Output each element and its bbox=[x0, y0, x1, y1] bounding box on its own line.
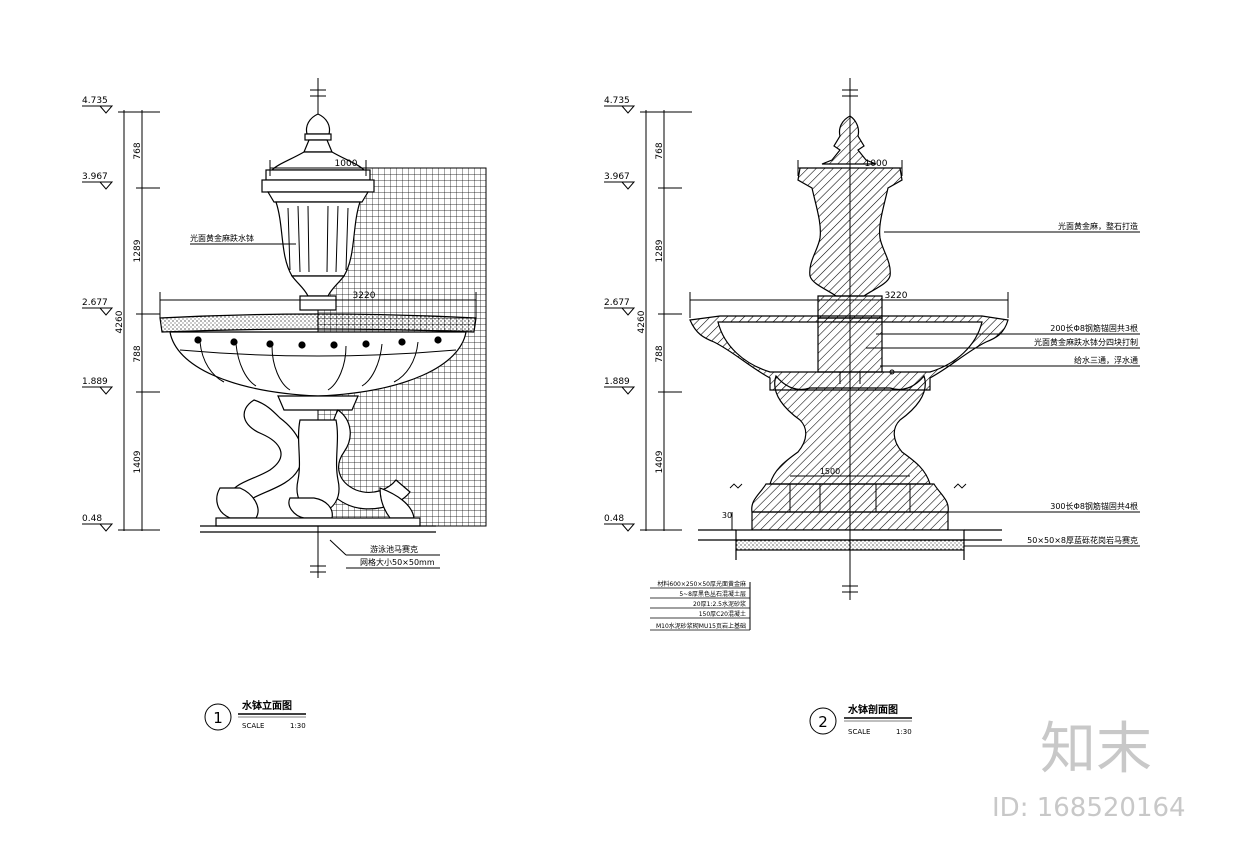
scale-value: 1:30 bbox=[896, 728, 912, 736]
callout-label: 200长Φ8钢筋锚固共3根 bbox=[1050, 323, 1138, 333]
scale-label: SCALE bbox=[848, 728, 870, 736]
mosaic-label: 游泳池马赛克 bbox=[370, 544, 418, 554]
right-annotation-leaders bbox=[749, 231, 1140, 630]
callout-label: 给水三通，浮水通 bbox=[1074, 355, 1138, 365]
grid-size-label: 网格大小50×50mm bbox=[360, 557, 435, 567]
scale-label: SCALE bbox=[242, 722, 264, 730]
fountain-elevation bbox=[159, 113, 477, 533]
elevation-label: 3.967 bbox=[82, 172, 108, 182]
elevation-label: 4.735 bbox=[604, 96, 630, 106]
left-title-block: 1 水钵立面图 SCALE 1:30 bbox=[204, 699, 306, 731]
top-width-dimension: 1000 bbox=[865, 159, 888, 169]
level-marker: 4.735 bbox=[604, 96, 636, 114]
right-center-axis bbox=[842, 78, 858, 600]
callout-label: 50×50×8厚蓝砾花岗岩马赛克 bbox=[1027, 535, 1138, 545]
bowl-width-dimension: 3220 bbox=[885, 291, 908, 301]
level-marker: 1.889 bbox=[604, 377, 636, 395]
right-section-view: 4.735 3.967 2.677 1.889 0.48 bbox=[604, 78, 1140, 736]
basin-label: 光面黄金麻跌水钵 bbox=[190, 233, 254, 243]
view-title: 水钵立面图 bbox=[241, 699, 292, 712]
view-number: 1 bbox=[213, 709, 223, 727]
right-dimension-chain bbox=[640, 110, 692, 531]
base-width-dimension: 1500 bbox=[820, 467, 840, 476]
total-dimension: 4260 bbox=[115, 310, 125, 333]
level-marker: 1.889 bbox=[82, 377, 114, 395]
level-marker: 0.48 bbox=[82, 514, 114, 532]
watermark-logo: 知末 bbox=[1040, 717, 1152, 782]
elevation-label: 2.677 bbox=[82, 298, 108, 308]
callout-label: 光面黄金麻跌水钵分四块打制 bbox=[1034, 337, 1138, 347]
layer-label: 材料600×250×50厚光面黄金麻 bbox=[657, 580, 746, 588]
layer-label: 20厚1:2.5水泥砂浆 bbox=[693, 600, 746, 608]
segment-dimension: 788 bbox=[655, 345, 665, 362]
level-marker: 3.967 bbox=[82, 172, 114, 190]
left-dimension-chain bbox=[118, 110, 160, 531]
right-horizontal-dims bbox=[689, 160, 1009, 530]
callout-label: 300长Φ8钢筋锚固共4根 bbox=[1050, 501, 1138, 511]
elevation-label: 1.889 bbox=[604, 377, 630, 387]
segment-dimension: 768 bbox=[133, 142, 143, 159]
level-marker: 0.48 bbox=[604, 514, 636, 532]
segment-dimension: 768 bbox=[655, 142, 665, 159]
fountain-section bbox=[689, 115, 1009, 560]
right-title-block: 2 水钵剖面图 SCALE 1:30 bbox=[809, 703, 912, 736]
base-offset-dimension: 30 bbox=[722, 511, 732, 520]
view-number: 2 bbox=[818, 713, 828, 731]
segment-dimension: 788 bbox=[133, 345, 143, 362]
elevation-label: 3.967 bbox=[604, 172, 630, 182]
level-marker: 2.677 bbox=[82, 298, 114, 316]
elevation-label: 1.889 bbox=[82, 377, 108, 387]
watermark: 知末 ID: 168520164 bbox=[992, 717, 1186, 823]
level-marker: 3.967 bbox=[604, 172, 636, 190]
level-marker: 2.677 bbox=[604, 298, 636, 316]
layer-label: 150厚C20混凝土 bbox=[699, 610, 746, 618]
left-annotations bbox=[190, 243, 440, 569]
right-level-markers: 4.735 3.967 2.677 1.889 0.48 bbox=[604, 96, 636, 532]
elevation-label: 0.48 bbox=[604, 514, 624, 524]
layer-notes bbox=[650, 587, 750, 631]
scale-value: 1:30 bbox=[290, 722, 306, 730]
layer-label: M10水泥砂浆砌MU15页岩上基础 bbox=[656, 622, 746, 630]
left-level-markers: 4.735 3.967 2.677 1.889 0.48 bbox=[82, 96, 114, 532]
elevation-label: 4.735 bbox=[82, 96, 108, 106]
top-width-dimension: 1000 bbox=[335, 159, 358, 169]
segment-dimension: 1409 bbox=[133, 450, 143, 473]
view-title: 水钵剖面图 bbox=[847, 703, 898, 716]
elevation-label: 2.677 bbox=[604, 298, 630, 308]
left-horizontal-dims bbox=[159, 160, 477, 318]
segment-dimension: 1289 bbox=[133, 239, 143, 262]
section-details bbox=[729, 369, 967, 512]
total-dimension: 4260 bbox=[637, 310, 647, 333]
watermark-id: ID: 168520164 bbox=[992, 793, 1186, 823]
segment-dimension: 1409 bbox=[655, 450, 665, 473]
segment-dimension: 1289 bbox=[655, 239, 665, 262]
elevation-label: 0.48 bbox=[82, 514, 102, 524]
level-marker: 4.735 bbox=[82, 96, 114, 114]
callout-label: 光面黄金麻，整石打造 bbox=[1058, 221, 1138, 231]
left-elevation-view: 4.735 3.967 2.677 1.889 0.48 bbox=[82, 78, 487, 731]
layer-label: 5~8厚黑色丛石混凝土层 bbox=[679, 590, 746, 598]
bowl-width-dimension: 3220 bbox=[353, 291, 376, 301]
